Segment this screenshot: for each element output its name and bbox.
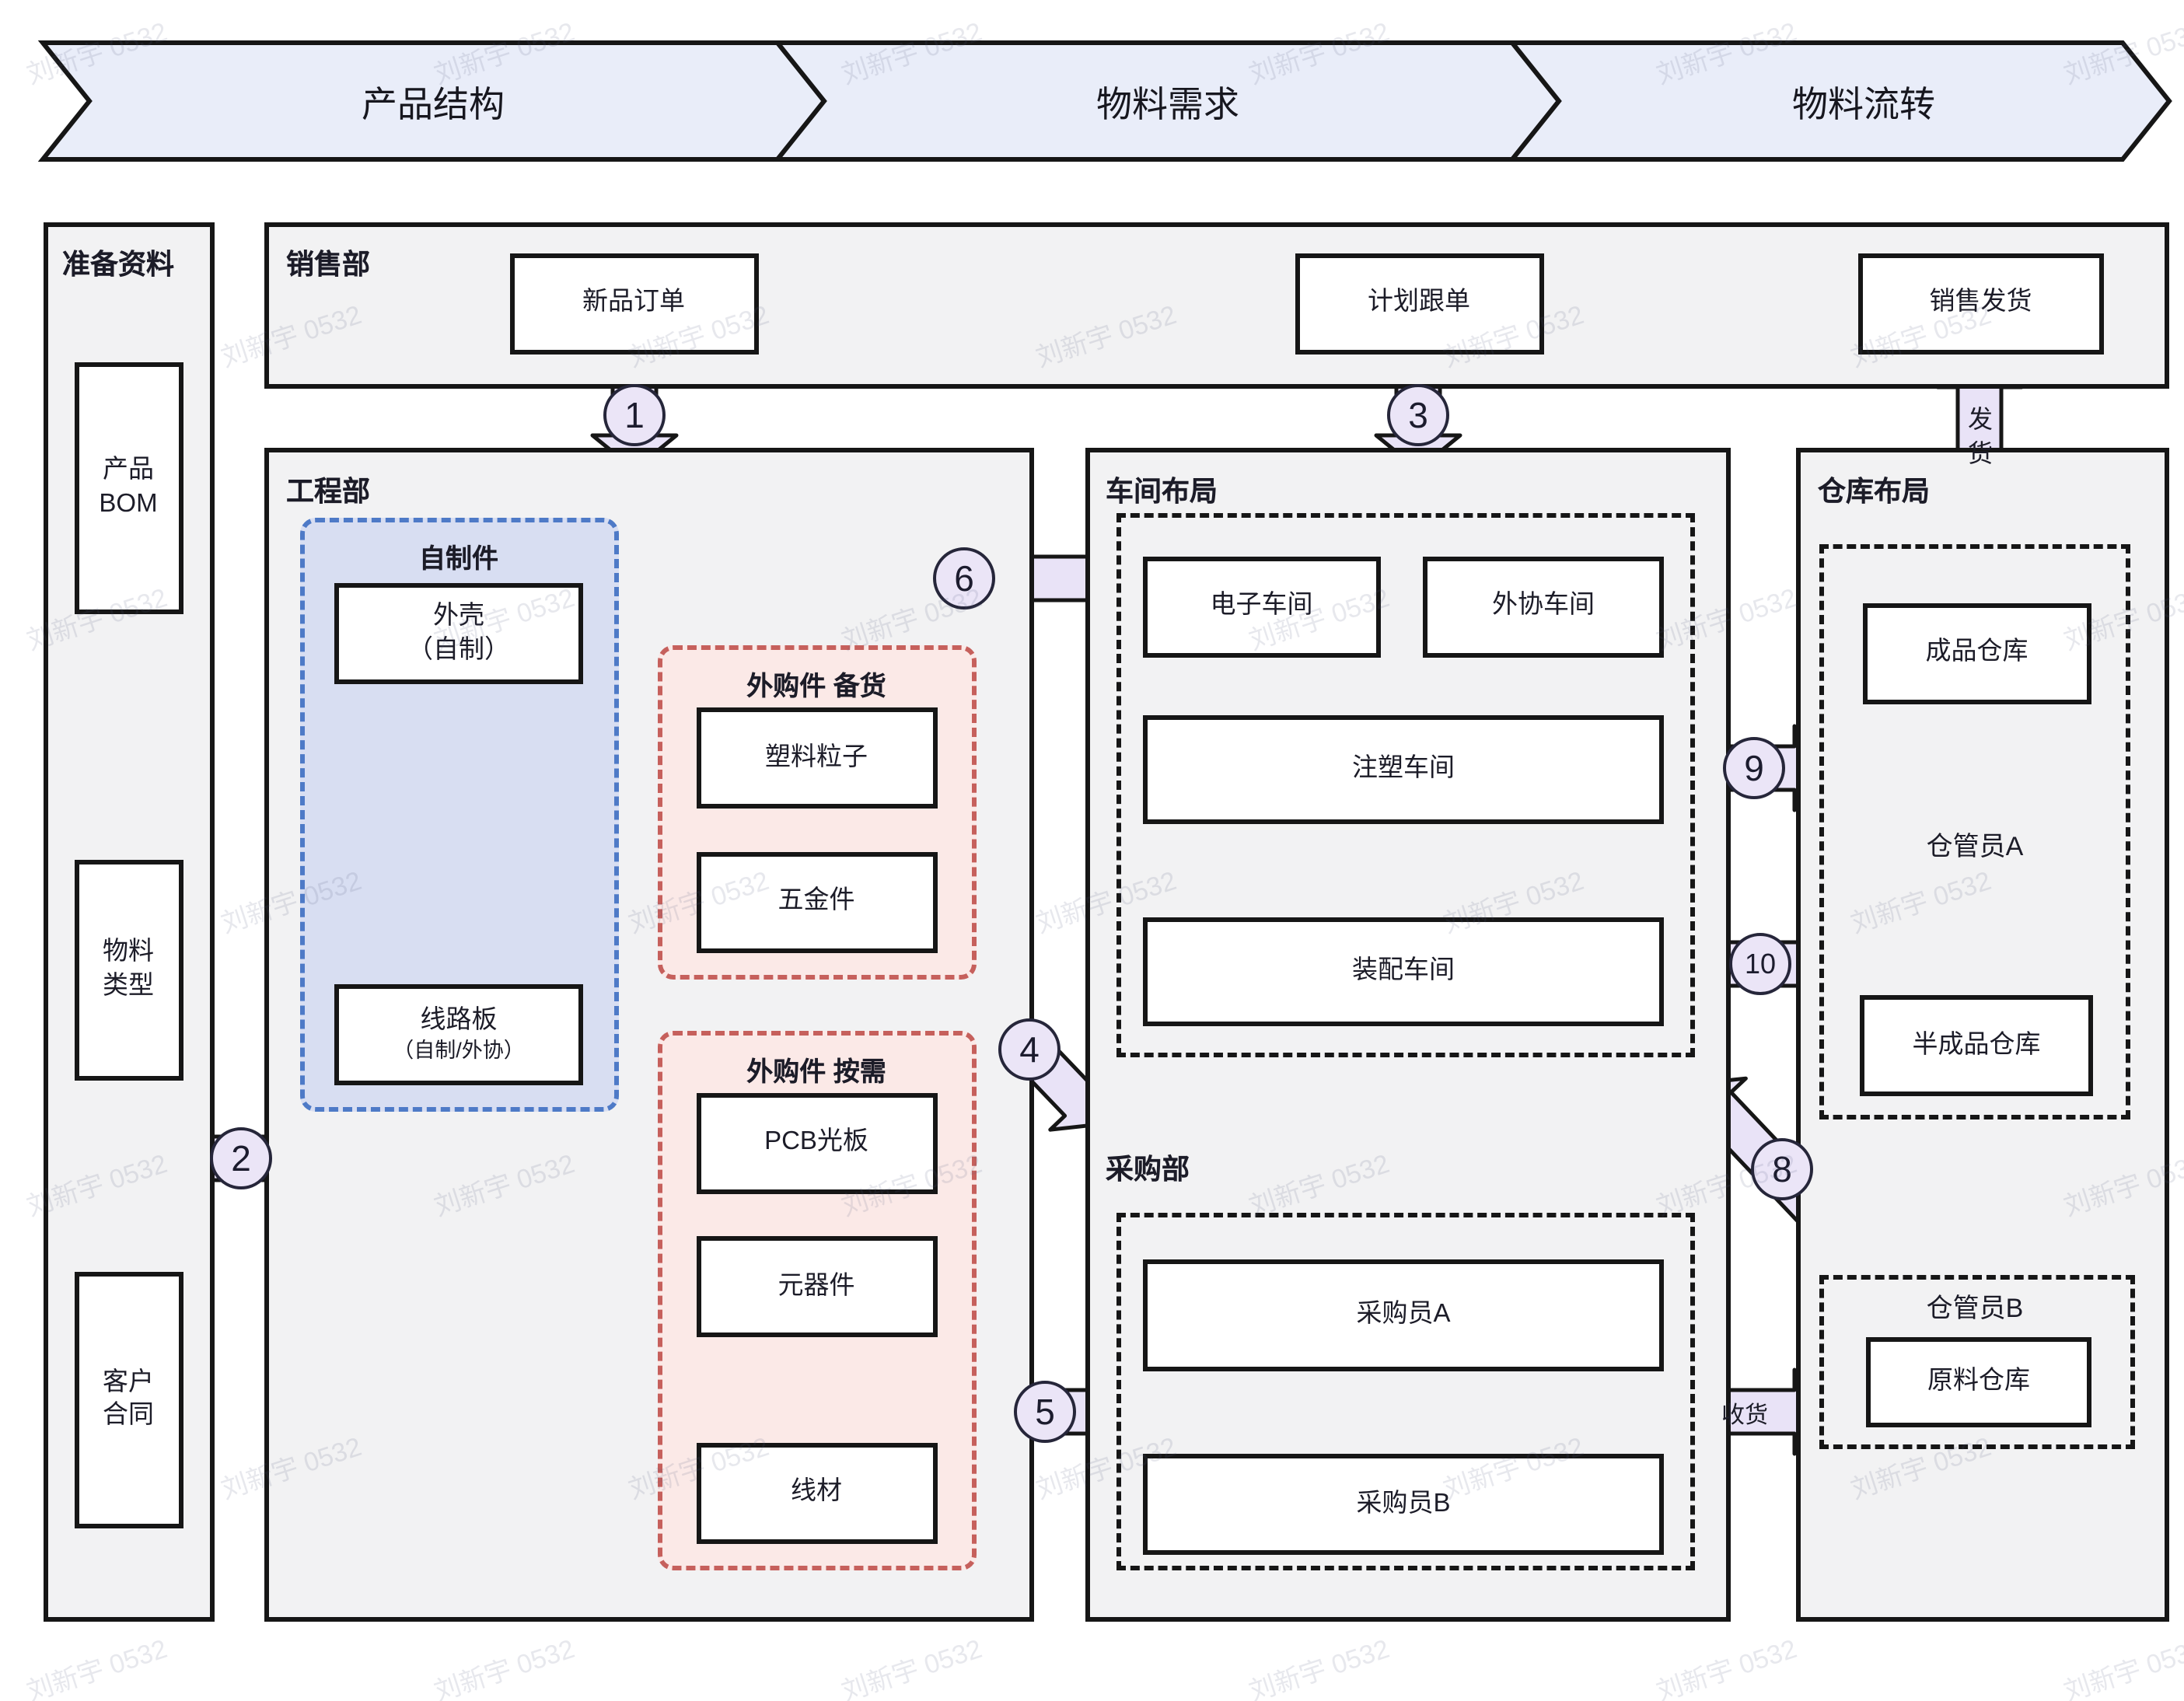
box-new-order: 新品订单	[509, 253, 758, 354]
banner-chevrons	[37, 40, 2172, 162]
section-workshop-title: 车间布局	[1106, 476, 1218, 507]
box-sales-shipping: 销售发货	[1858, 253, 2103, 354]
box-outsourcing-workshop: 外协车间	[1423, 556, 1664, 657]
box-electronics-workshop: 电子车间	[1143, 556, 1380, 657]
section-purchasing-title: 采购部	[1106, 1154, 1190, 1185]
flow-badge-9: 9	[1723, 737, 1785, 799]
flow-badge-8: 8	[1751, 1138, 1813, 1200]
box-wire: 线材	[696, 1442, 937, 1543]
banner-step-product-structure: 产品结构	[362, 83, 505, 124]
box-circuit-board: 线路板 （自制/外协）	[334, 983, 583, 1085]
zone-workshops	[1116, 513, 1695, 1057]
box-assembly-workshop: 装配车间	[1143, 917, 1664, 1026]
box-injection-workshop: 注塑车间	[1143, 715, 1664, 824]
section-warehouse-title: 仓库布局	[1818, 476, 1930, 507]
box-components: 元器件	[696, 1236, 937, 1337]
box-plan-follow: 计划跟单	[1295, 253, 1543, 354]
box-pcb-blank: PCB光板	[696, 1092, 937, 1193]
box-hardware-parts: 五金件	[696, 851, 937, 952]
zone-keeper-b	[1819, 1275, 2134, 1449]
box-shell: 外壳 （自制）	[334, 583, 583, 684]
label-ship: 发货	[1967, 407, 1993, 468]
zone-self-made-title: 自制件	[419, 543, 498, 573]
zone-purchased-demand-title: 外购件 按需	[746, 1057, 886, 1086]
banner-step-material-flow: 物料流转	[1792, 83, 1935, 124]
zone-keeper-a	[1819, 544, 2130, 1119]
label-keeper-a: 仓管员A	[1926, 832, 2024, 861]
label-receive: 收货	[1721, 1402, 1768, 1429]
flow-badge-4: 4	[998, 1018, 1061, 1081]
box-customer-contract: 客户合同	[74, 1271, 183, 1528]
box-buyer-a: 采购员A	[1143, 1259, 1664, 1371]
box-buyer-b: 采购员B	[1143, 1454, 1664, 1555]
box-plastic-pellets: 塑料粒子	[696, 707, 937, 809]
flow-badge-1: 1	[603, 384, 666, 446]
zone-buyers	[1116, 1213, 1695, 1570]
flow-badge-6: 6	[933, 547, 995, 609]
flow-badge-10: 10	[1729, 933, 1791, 995]
box-semi-finished-warehouse: 半成品仓库	[1860, 995, 2093, 1096]
banner-step-material-demand: 物料需求	[1096, 83, 1239, 124]
box-raw-warehouse: 原料仓库	[1866, 1337, 2091, 1427]
box-finished-warehouse: 成品仓库	[1862, 603, 2091, 704]
zone-purchased-stock-title: 外购件 备货	[746, 672, 886, 701]
section-prep-title: 准备资料	[62, 249, 174, 280]
section-sales	[264, 222, 2169, 389]
flow-badge-5: 5	[1014, 1381, 1076, 1443]
chevron-material-flow	[1507, 40, 2172, 162]
flow-badge-2: 2	[210, 1127, 272, 1189]
section-engineering-title: 工程部	[286, 476, 370, 507]
section-sales-title: 销售部	[286, 249, 370, 280]
box-material-type: 物料类型	[74, 859, 183, 1080]
label-keeper-b: 仓管员B	[1926, 1294, 2024, 1323]
flow-badge-3: 3	[1387, 384, 1449, 446]
